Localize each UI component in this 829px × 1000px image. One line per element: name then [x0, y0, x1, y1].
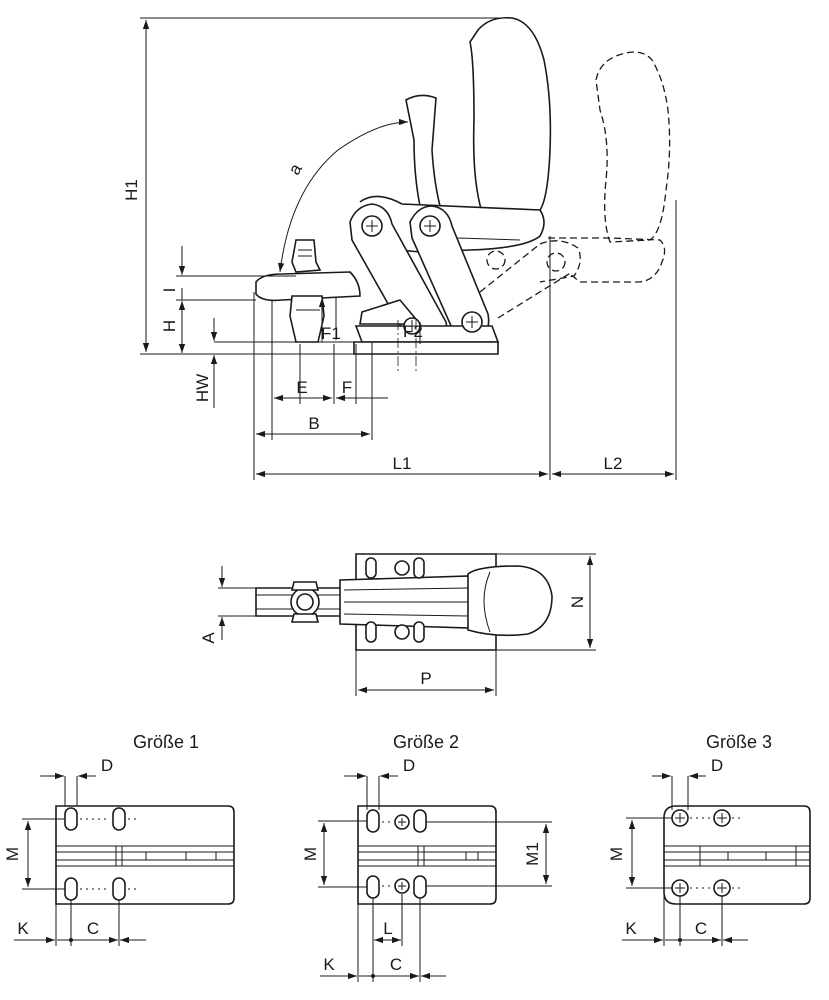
dim-label-E: E	[296, 378, 307, 397]
size-1-title: Größe 1	[133, 732, 199, 752]
size-2-dim-label-M: M	[301, 847, 320, 861]
size-3-title: Größe 3	[706, 732, 772, 752]
force-label-F2: F2	[403, 322, 423, 341]
side-dimension-lines	[140, 17, 677, 480]
size-1-dim-label-M: M	[3, 847, 22, 861]
dim-label-A: A	[199, 632, 218, 644]
size-2-dim-label-L: L	[383, 919, 392, 938]
size-2-view: Größe 2 D M M1 L K C	[301, 732, 552, 982]
top-view: A N P	[199, 553, 596, 696]
dim-label-L1: L1	[393, 454, 412, 473]
dim-label-L2: L2	[604, 454, 623, 473]
dim-label-P: P	[420, 669, 431, 688]
size-3-view: Größe 3 D M K C	[607, 732, 811, 946]
force-label-F1: F1	[321, 324, 341, 343]
side-view: H1 a I H HW F1 F2 E F B L1 L2	[122, 16, 677, 480]
size-3-dim-label-C: C	[695, 919, 707, 938]
size-2-dim-label-D: D	[403, 756, 415, 775]
base-plate	[353, 320, 499, 372]
size-1-dim-label-K: K	[17, 919, 29, 938]
size-1-dim-label-C: C	[87, 919, 99, 938]
dim-label-HW: HW	[193, 374, 212, 402]
size-3-dim-label-D: D	[711, 756, 723, 775]
size-2-title: Größe 2	[393, 732, 459, 752]
size-1-dim-label-D: D	[101, 756, 113, 775]
size-1-view: Größe 1 D M K C	[3, 732, 235, 946]
size-3-dim-label-K: K	[625, 919, 637, 938]
size-3-dim-label-M: M	[607, 847, 626, 861]
top-view-mount-holes	[365, 557, 425, 643]
size-2-dim-label-C: C	[390, 955, 402, 974]
open-handle-outline	[479, 51, 671, 319]
dim-label-B: B	[308, 414, 319, 433]
dim-label-H: H	[160, 320, 179, 332]
size-2-dim-label-M1: M1	[523, 842, 542, 866]
dim-label-H1: H1	[122, 179, 141, 201]
size-2-dim-label-K: K	[323, 955, 335, 974]
dim-label-F: F	[342, 378, 352, 397]
dim-label-N: N	[568, 596, 587, 608]
dim-label-I: I	[160, 288, 179, 293]
dim-label-a: a	[285, 160, 306, 178]
